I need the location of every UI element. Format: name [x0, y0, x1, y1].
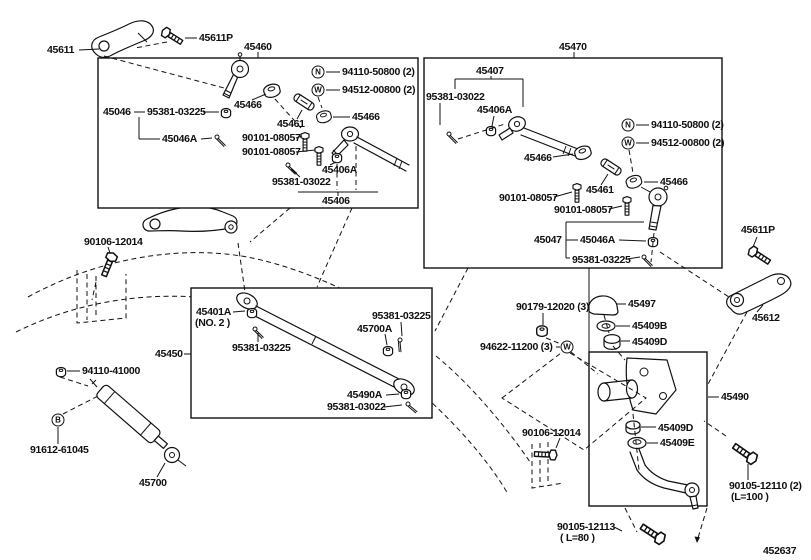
label-45450: 45450: [155, 348, 183, 360]
label-45466-d: 45466: [660, 176, 688, 188]
idler-arm-graphic: [597, 357, 700, 510]
label-95381-03225-a: 95381-03225: [147, 106, 206, 118]
label-90105-12110-len: (L=100 ): [731, 491, 769, 503]
label-45611p-top: 45611P: [199, 32, 233, 44]
label-45047: 45047: [534, 234, 562, 246]
label-45490a: 45490A: [347, 389, 382, 401]
circled-w-bottom: W: [560, 340, 574, 354]
label-90105-12113-len: ( L=80 ): [560, 532, 595, 544]
label-90105-12110: 90105-12110 (2): [729, 480, 802, 492]
label-45460: 45460: [244, 41, 272, 53]
label-45409e: 45409E: [660, 437, 695, 449]
label-45046a-right: 45046A: [580, 234, 615, 246]
label-45046a-left: 45046A: [162, 133, 197, 145]
label-45406a-left: 45406A: [322, 164, 357, 176]
label-45407: 45407: [476, 65, 504, 77]
circled-b-left: B: [51, 413, 65, 427]
label-45406a-right: 45406A: [477, 104, 512, 116]
label-45497: 45497: [628, 298, 656, 310]
label-45490: 45490: [721, 391, 749, 403]
circled-n-right: N: [621, 118, 635, 132]
circled-w-left: W: [311, 83, 325, 97]
label-45409b: 45409B: [632, 320, 667, 332]
label-45466-a: 45466: [234, 99, 262, 111]
steering-damper-graphic: [89, 378, 187, 467]
tie-rod-end-upper-graphic: [222, 52, 250, 99]
label-94110-50800-left: 94110-50800 (2): [342, 66, 415, 78]
label-90106-12014-b: 90106-12014: [522, 427, 581, 439]
label-45406: 45406: [322, 195, 350, 207]
knuckle-arm-right-graphic: [726, 273, 792, 315]
circled-n-left: N: [311, 65, 325, 79]
label-45461-right: 45461: [586, 184, 614, 196]
label-45401a: 45401A: [196, 306, 231, 318]
alignment-dashes: [59, 41, 748, 543]
label-45700: 45700: [139, 477, 167, 489]
figure-number: 452637: [763, 545, 797, 557]
label-95381-03022-right: 95381-03022: [426, 91, 485, 103]
label-45466-b: 45466: [352, 111, 380, 123]
tie-rod-left-graphic: [331, 126, 410, 172]
label-45409d-outer: 45409D: [632, 336, 667, 348]
label-45466-c: 45466: [524, 152, 552, 164]
label-90179-12020: 90179-12020 (3): [516, 301, 590, 313]
label-95381-03225-b: 95381-03225: [572, 254, 631, 266]
label-94110-41000: 94110-41000: [82, 365, 141, 377]
label-90106-12014-a: 90106-12014: [84, 236, 143, 248]
label-45470: 45470: [559, 41, 587, 53]
label-95381-03225-c: 95381-03225: [232, 342, 291, 354]
label-94110-50800-right: 94110-50800 (2): [651, 119, 724, 131]
label-45046: 45046: [103, 106, 131, 118]
label-94622-11200: 94622-11200 (3): [480, 341, 553, 353]
label-90105-12113: 90105-12113: [557, 521, 616, 533]
label-91612-61045: 91612-61045: [30, 444, 89, 456]
leader-lines: [57, 37, 764, 532]
label-95381-03022-left: 95381-03022: [272, 176, 331, 188]
label-45700a: 45700A: [357, 323, 392, 335]
label-90101-08057-a: 90101-08057: [242, 132, 301, 144]
tie-rod-right-graphic: [498, 116, 579, 157]
bushing-45409d-outer-graphic: [603, 334, 621, 350]
circled-w-right: W: [621, 136, 635, 150]
label-45612: 45612: [752, 312, 780, 324]
tie-rod-end-outer-graphic: [640, 185, 669, 231]
label-45401a-no2: (NO. 2 ): [195, 317, 230, 329]
label-94512-00800-left: 94512-00800 (2): [342, 84, 416, 96]
label-45461-left: 45461: [277, 118, 305, 130]
label-45611: 45611: [47, 44, 75, 56]
label-94512-00800-right: 94512-00800 (2): [651, 137, 725, 149]
ring-45409b-graphic: [596, 320, 616, 332]
label-45409d-inner: 45409D: [658, 422, 693, 434]
label-90101-08057-b: 90101-08057: [242, 146, 301, 158]
pitman-arm-graphic: [142, 206, 238, 234]
label-95381-03022-center: 95381-03022: [327, 401, 386, 413]
label-90101-08057-d: 90101-08057: [554, 204, 613, 216]
label-45611p-right: 45611P: [741, 224, 775, 236]
label-95381-03225-d: 95381-03225: [372, 310, 431, 322]
idler-cap-45497-graphic: [588, 295, 619, 316]
knuckle-arm-left-graphic: [91, 20, 155, 59]
label-90101-08057-c: 90101-08057: [499, 192, 558, 204]
